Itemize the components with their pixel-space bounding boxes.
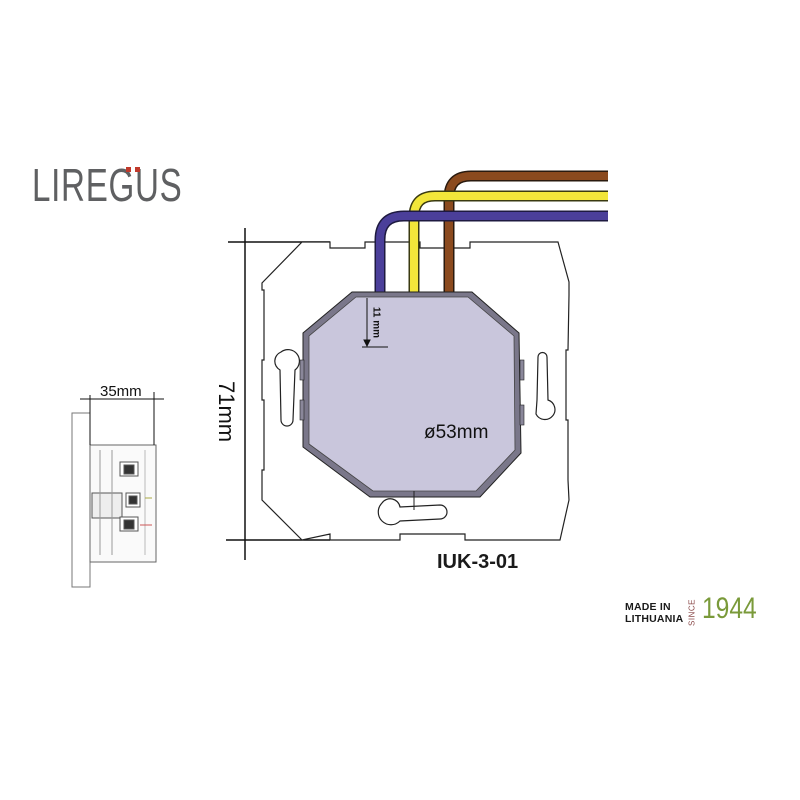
made-in-text: MADE IN: [625, 601, 671, 613]
liregus-logo: LIREGUS: [32, 162, 182, 208]
depth-dimension-label: 35mm: [100, 383, 142, 400]
diameter-dimension-label: ø53mm: [424, 422, 489, 443]
logo-text: LIREGUS: [32, 159, 183, 211]
model-label: IUK-3-01: [437, 551, 519, 573]
wires: [374, 170, 608, 293]
right-keyhole-slot: [535, 351, 556, 421]
wire-offset-dimension: [362, 298, 388, 348]
wire-offset-label: 11 mm: [370, 306, 382, 339]
left-keyhole-slot: [274, 349, 300, 427]
logo-umlaut-dots: [126, 167, 142, 173]
module-body: [308, 296, 516, 492]
since-label: SINCE: [687, 599, 697, 626]
made-in-lithuania-badge: MADE IN LITHUANIA: [625, 601, 683, 625]
side-view: [71, 392, 164, 588]
height-dimension-label: 71mm: [214, 381, 239, 443]
bottom-keyhole-slot: [377, 498, 448, 526]
since-year: 1944: [702, 592, 757, 625]
lithuania-text: LITHUANIA: [625, 613, 684, 625]
